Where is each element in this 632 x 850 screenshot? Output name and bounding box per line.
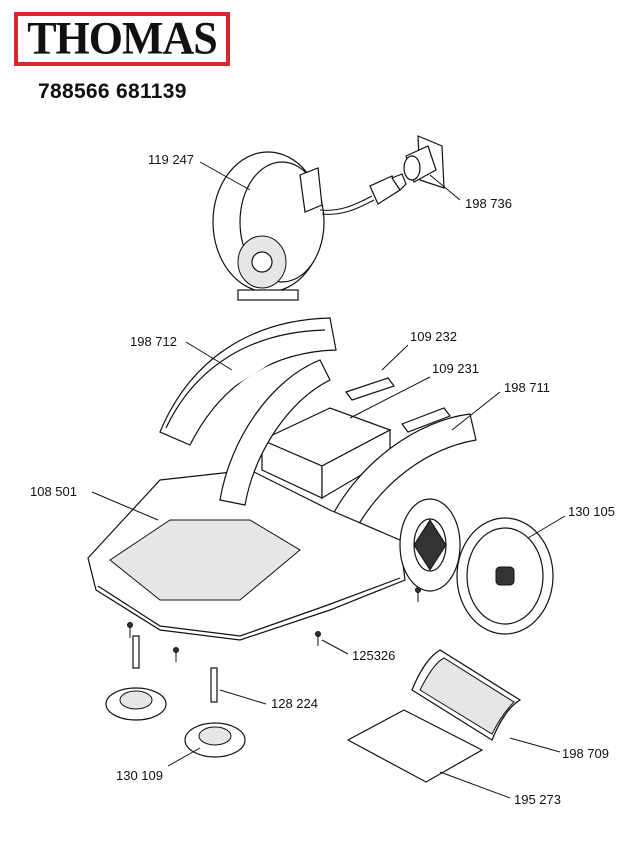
flat-filter-pad-part xyxy=(346,709,484,783)
axle-pins xyxy=(132,635,218,703)
castor-wheels xyxy=(105,687,246,758)
motor-block-part xyxy=(260,407,392,500)
label-109232: 109 232 xyxy=(410,329,457,344)
label-130105: 130 105 xyxy=(568,504,615,519)
label-130109: 130 109 xyxy=(116,768,163,783)
label-195273: 195 273 xyxy=(514,792,561,807)
label-198736: 198 736 xyxy=(465,196,512,211)
wheel-part xyxy=(456,517,554,635)
thomas-logo: THOMAS xyxy=(14,12,230,66)
leader-lines xyxy=(91,161,566,799)
model-number: 788566 681139 xyxy=(38,80,187,103)
label-128224: 128 224 xyxy=(271,696,318,711)
chassis-part xyxy=(87,359,461,641)
label-109231: 109 231 xyxy=(432,361,479,376)
label-119247: 119 247 xyxy=(148,152,194,167)
label-108501: 108 501 xyxy=(30,484,77,499)
label-198712: 198 712 xyxy=(130,334,177,349)
label-198711: 198 711 xyxy=(504,380,550,395)
top-cover-part xyxy=(159,317,337,446)
cable-reel-part xyxy=(212,151,407,301)
hose-connector-part xyxy=(403,135,445,189)
filter-pads xyxy=(345,377,451,433)
filter-grille-part xyxy=(411,649,522,741)
side-cover-part xyxy=(329,413,477,542)
screws xyxy=(127,587,421,662)
label-198709: 198 709 xyxy=(562,746,609,761)
logo-text: THOMAS xyxy=(27,12,218,65)
label-125326: 125326 xyxy=(352,648,395,663)
